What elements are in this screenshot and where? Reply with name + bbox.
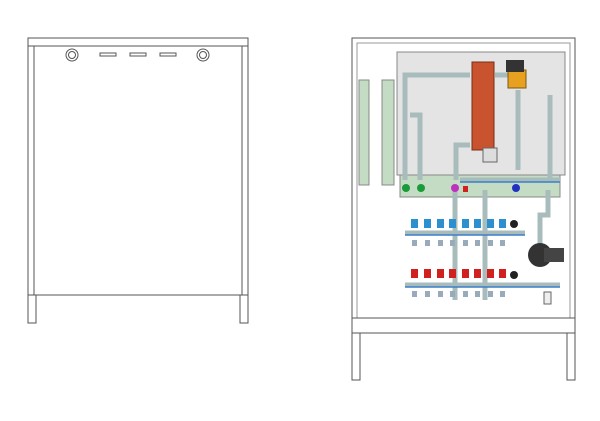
supply-manifold-caps [411, 219, 506, 228]
ball-valve-handle-magenta-icon[interactable] [451, 184, 459, 192]
din-rail-left [358, 79, 370, 186]
din-rail-right [381, 79, 395, 186]
ball-valve-handle-green-icon[interactable] [402, 184, 410, 192]
pipe-highlights [405, 181, 560, 288]
thermostatic-head[interactable] [482, 147, 498, 163]
circulation-pump[interactable] [528, 243, 564, 267]
heat-exchanger [471, 61, 495, 151]
air-vent-icon [510, 271, 518, 279]
cabinet-leg-right [566, 332, 576, 381]
cabinet-door[interactable] [33, 45, 243, 296]
cabinet-leg-left [27, 294, 37, 324]
open-cabinet [351, 37, 576, 381]
ball-valve-handle-blue-icon[interactable] [512, 184, 520, 192]
lock-knob-left-icon[interactable] [65, 48, 79, 62]
lock-knob-right-icon[interactable] [196, 48, 210, 62]
mixing-valve[interactable] [507, 69, 527, 89]
pipework [402, 72, 560, 300]
red-plug-icon [463, 186, 468, 192]
cabinet-top-band [27, 37, 249, 47]
filter [543, 291, 552, 305]
cabinet-frame [351, 37, 576, 334]
vent-slot [129, 52, 147, 57]
closed-cabinet [27, 37, 249, 324]
return-manifold-caps [411, 269, 506, 278]
vent-slot [99, 52, 117, 57]
flow-outlets [412, 240, 505, 297]
air-vent-icon [510, 220, 518, 228]
ball-valve-handle-green-icon[interactable] [417, 184, 425, 192]
vent-slot [159, 52, 177, 57]
cabinet-leg-right [239, 294, 249, 324]
valve-actuator [506, 60, 524, 72]
cabinet-leg-left [351, 332, 361, 381]
